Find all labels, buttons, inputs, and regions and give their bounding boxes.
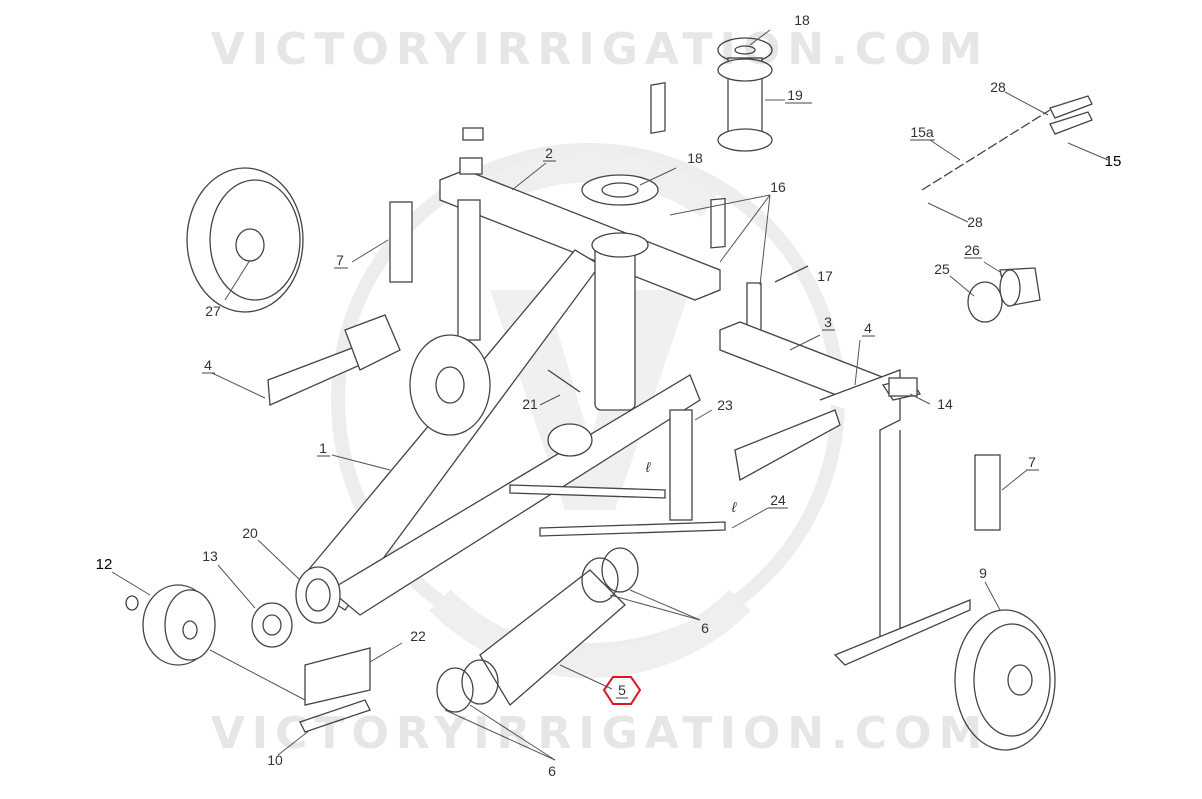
label-pin-2: ℓ (731, 499, 737, 515)
part-wheel-9 (954, 609, 1056, 751)
label-6-bottom: 6 (548, 763, 556, 779)
label-26: 26 (964, 242, 980, 258)
part-wheel-12 (125, 584, 216, 666)
watermark-logo-bottom-arc (429, 589, 751, 679)
label-13: 13 (202, 548, 218, 564)
label-12: 12 (96, 556, 113, 573)
label-16: 16 (770, 179, 786, 195)
watermark-top: VICTORYIRRIGATION.COM (211, 24, 990, 75)
label-18: 18 (794, 12, 810, 28)
label-28-top: 28 (990, 79, 1006, 95)
label-1: 1 (319, 440, 327, 456)
label-7-right: 7 (1028, 454, 1036, 470)
part-hose (436, 547, 639, 713)
part-frame (267, 169, 1001, 666)
label-28-bottom: 28 (967, 214, 983, 230)
label-27: 27 (205, 303, 221, 319)
label-25: 25 (934, 261, 950, 277)
label-9: 9 (979, 565, 987, 581)
label-14: 14 (937, 396, 953, 412)
label-22: 22 (410, 628, 426, 644)
label-20: 20 (242, 525, 258, 541)
label-18-gasket: 18 (687, 150, 703, 166)
label-pin-1: ℓ (645, 459, 651, 475)
part-wheel-27 (186, 167, 304, 313)
label-4-right: 4 (864, 320, 872, 336)
label-10: 10 (267, 752, 283, 768)
watermark-bottom: VICTORYIRRIGATION.COM (211, 708, 990, 759)
label-19: 19 (787, 87, 803, 103)
label-3: 3 (824, 314, 832, 330)
label-23: 23 (717, 397, 733, 413)
part-labels: 18 19 28 15a 15 28 2 18 16 7 27 17 26 25… (96, 12, 1122, 779)
highlight-marker-5: 5 (602, 676, 642, 705)
label-6-top: 6 (701, 620, 709, 636)
part-tongue (295, 232, 701, 624)
label-5: 5 (618, 682, 626, 698)
label-15: 15 (1105, 153, 1122, 170)
part-chain (921, 95, 1093, 191)
label-4-left: 4 (204, 357, 212, 373)
part-riser-pipe (717, 37, 773, 152)
label-15a: 15a (910, 124, 934, 140)
part-coupler (967, 267, 1041, 323)
label-7-left: 7 (336, 252, 344, 268)
label-17: 17 (817, 268, 833, 284)
label-24: 24 (770, 492, 786, 508)
label-2: 2 (545, 145, 553, 161)
leader-lines (111, 29, 1109, 761)
label-21: 21 (522, 396, 538, 412)
